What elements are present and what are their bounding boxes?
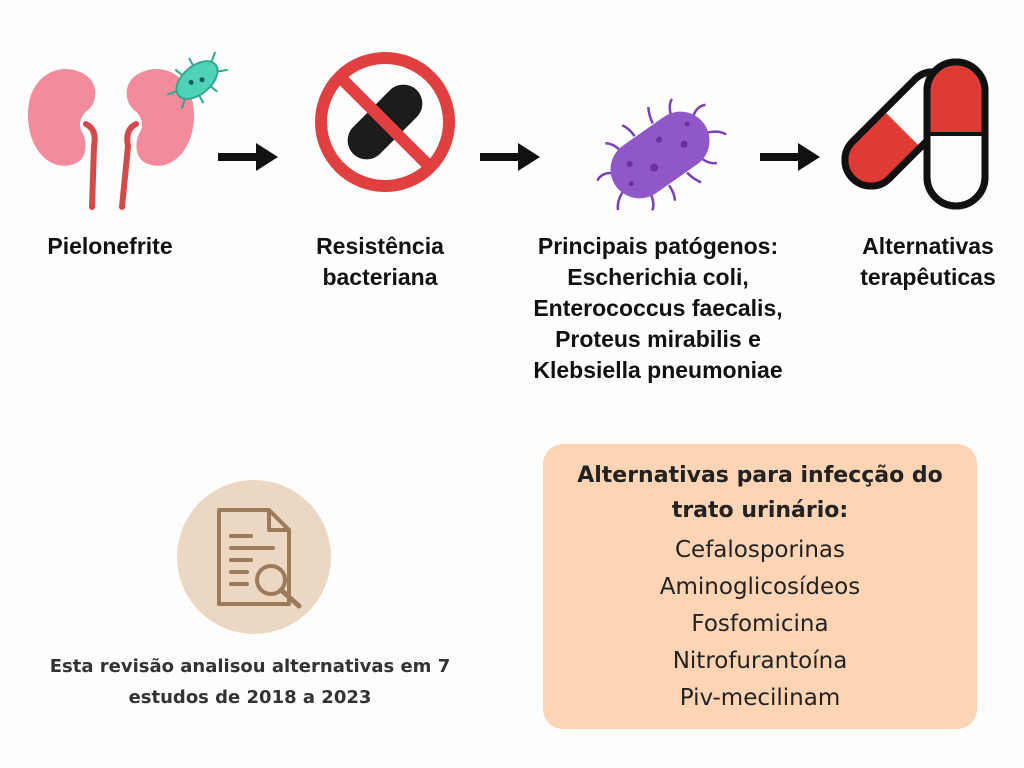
arrow-right-icon [478, 140, 542, 179]
step-label-pielonefrite: Pielonefrite [47, 233, 173, 259]
step-label-patogenos: Principais patógenos: Escherichia coli, … [533, 233, 783, 383]
list-item: Piv-mecilinam [679, 685, 841, 711]
list-item: Aminoglicosídeos [659, 574, 861, 600]
list-item: Fosfomicina [691, 611, 829, 637]
step-label-resistencia: Resistência bacteriana [316, 233, 444, 290]
review-summary: Esta revisão analisou alternativas em 7 … [49, 656, 451, 708]
document-search-icon [217, 508, 302, 609]
arrow-right-icon [758, 140, 822, 179]
step-label-alternativas: Alternativas terapêuticas [860, 233, 996, 290]
alternatives-list: Cefalosporinas Aminoglicosídeos Fosfomic… [543, 532, 977, 717]
list-item: Cefalosporinas [674, 537, 846, 563]
list-item: Nitrofurantoína [672, 648, 848, 674]
arrow-right-icon [216, 140, 280, 179]
panel-title: Alternativas para infecção do trato urin… [577, 463, 943, 523]
review-icon-circle [177, 480, 331, 634]
kidneys-bacteria-icon [22, 42, 232, 212]
no-pill-icon [312, 49, 458, 195]
bacterium-icon [590, 90, 730, 220]
capsule-icon [835, 56, 995, 216]
alternatives-panel: Alternativas para infecção do trato urin… [543, 444, 977, 729]
